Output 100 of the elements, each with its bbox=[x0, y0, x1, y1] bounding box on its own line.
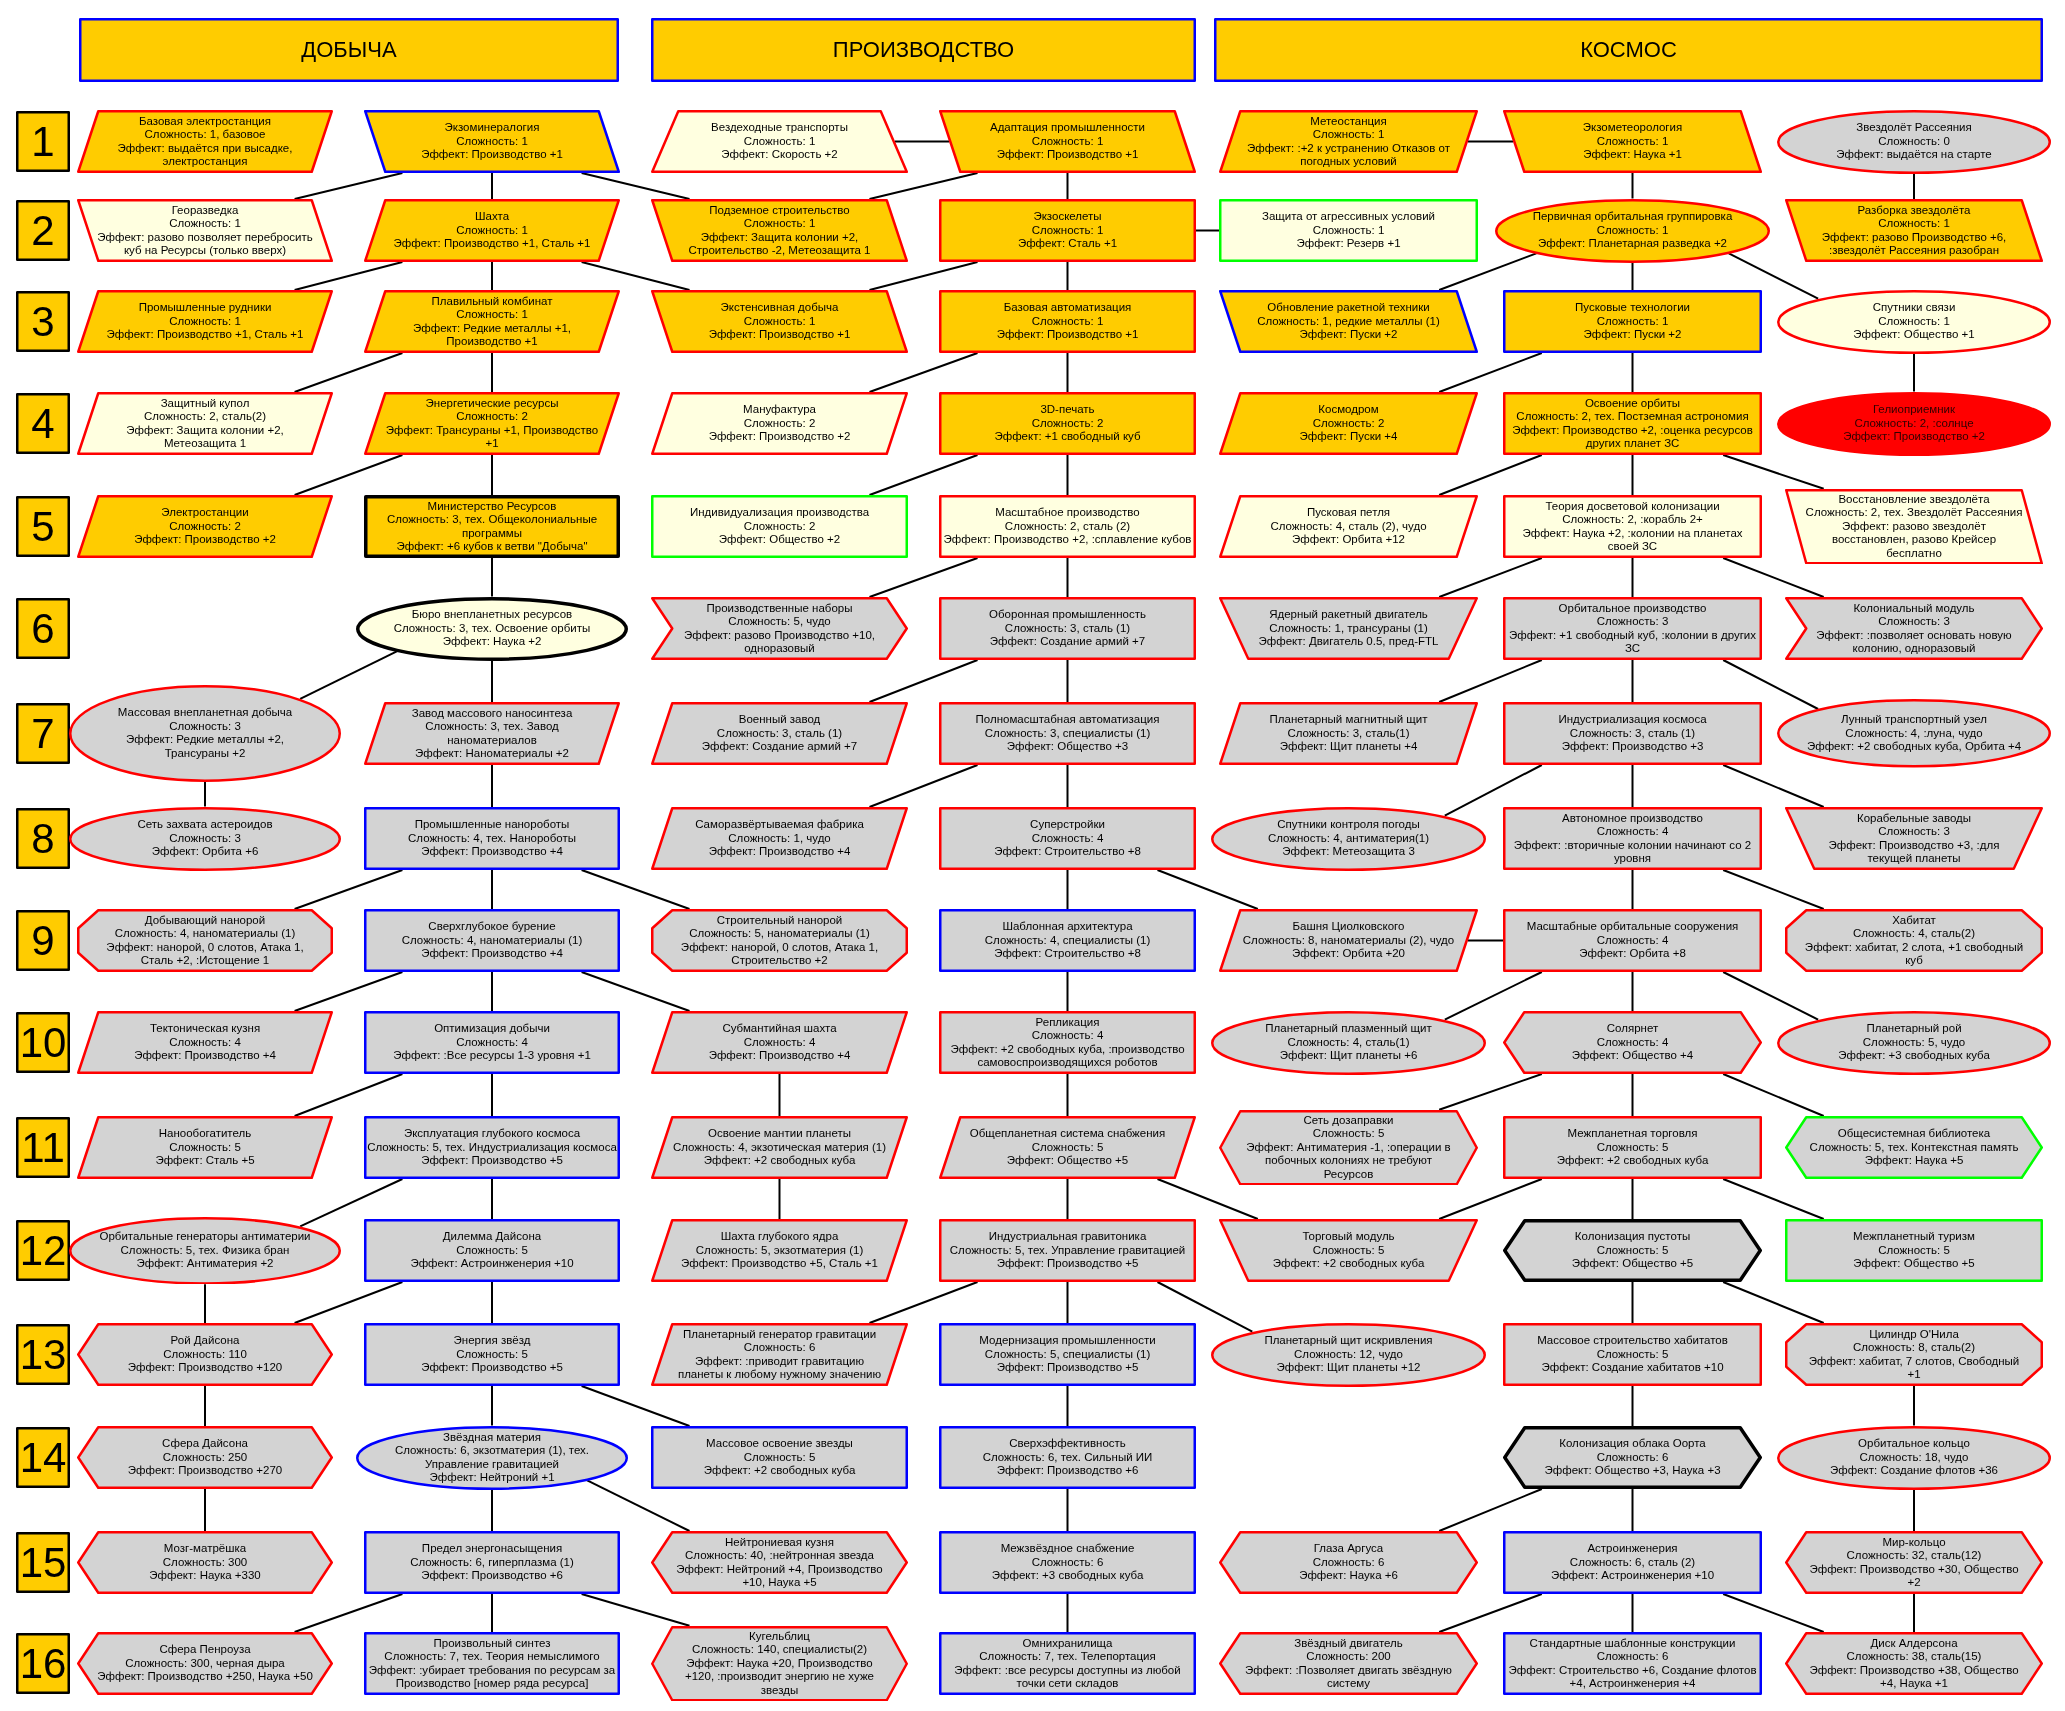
ellipse-node bbox=[1777, 699, 2051, 768]
tech-name: Модернизация промышленности bbox=[979, 1334, 1156, 1348]
connector-line bbox=[580, 1385, 691, 1427]
effect-text: Эффект: +2 свободных куба bbox=[703, 1154, 856, 1168]
rectangle-node bbox=[364, 1011, 620, 1074]
effect-text: Эффект: Орбита +8 bbox=[1579, 947, 1686, 961]
row-number-box bbox=[16, 910, 70, 971]
connector-line bbox=[1631, 1073, 1634, 1117]
connector-line bbox=[1631, 1385, 1634, 1427]
tech-name: Планетарный магнитный щит bbox=[1269, 713, 1428, 727]
complexity-text: Сложность: 1 bbox=[1596, 134, 1669, 149]
tech-name: Цилиндр О'Нила bbox=[1869, 1327, 1959, 1341]
rectangle-node bbox=[1503, 702, 1762, 765]
tech-name: Омнихранилища bbox=[1022, 1636, 1113, 1650]
header-title: КОСМОС bbox=[1580, 37, 1677, 63]
parallelogram-node bbox=[1219, 392, 1478, 455]
complexity-text: Сложность: 3 bbox=[169, 831, 241, 846]
connector-line bbox=[491, 172, 493, 200]
complexity-text: Сложность: 5 bbox=[1878, 1243, 1950, 1258]
header-title: ПРОИЗВОДСТВО bbox=[832, 37, 1015, 63]
ellipse-node bbox=[1777, 109, 2051, 174]
effect-text: Эффект: Планетарная разведка +2 bbox=[1538, 237, 1727, 251]
parallelogram-node bbox=[651, 290, 908, 353]
connector-line bbox=[293, 971, 404, 1012]
effect-text: Эффект: хабитат, 7 слотов, Свободный +1 bbox=[1807, 1354, 2021, 1382]
effect-text: Эффект: Наука +5 bbox=[1864, 1154, 1964, 1168]
row-number-box bbox=[16, 703, 70, 764]
connector-line bbox=[1722, 764, 1825, 808]
complexity-text: Сложность: 5, тех. Управление гравитацией bbox=[949, 1243, 1186, 1258]
parallelogram-node bbox=[1219, 495, 1478, 558]
parallelogram-node bbox=[1219, 110, 1478, 173]
rectangle-node bbox=[364, 495, 620, 558]
tech-name: Плавильный комбинат bbox=[431, 294, 553, 308]
effect-text: Эффект: Наука +2, :колонии на планетах своей ЗС bbox=[1521, 526, 1744, 554]
row-number-box bbox=[16, 496, 70, 557]
effect-text: Эффект: Создание хабитатов +10 bbox=[1541, 1361, 1724, 1375]
effect-text: Эффект: Наука +2 bbox=[442, 635, 542, 649]
connector-line bbox=[1631, 764, 1634, 808]
tech-name: Мозг-матрёшка bbox=[163, 1542, 247, 1556]
effect-text: Эффект: Производство +2, :оценка ресурсов других планет ЗС bbox=[1511, 423, 1754, 451]
connector-line bbox=[1722, 1073, 1825, 1117]
rectangle-node bbox=[939, 1426, 1196, 1489]
effect-text: Эффект: Производство +5, Сталь +1 bbox=[681, 1257, 878, 1271]
tech-name: Завод массового наносинтеза bbox=[411, 706, 573, 720]
connector-line bbox=[1913, 1593, 1915, 1633]
connector-line bbox=[580, 971, 691, 1012]
parallelogram-node bbox=[364, 702, 620, 765]
complexity-text: Сложность: 2 bbox=[743, 519, 816, 534]
rectangle-node bbox=[364, 807, 620, 870]
ellipse-node bbox=[69, 1216, 341, 1285]
effect-text: Эффект: Производство +5 bbox=[996, 1361, 1139, 1375]
tech-name: Сеть дозаправки bbox=[1303, 1113, 1394, 1128]
effect-text: Эффект: разово позволяет перебросить куб на Ресурсы (только вверх) bbox=[97, 230, 313, 258]
effect-text: Эффект: Производство +120 bbox=[127, 1361, 283, 1375]
effect-text: Эффект: Пуски +2 bbox=[1299, 328, 1398, 342]
connector-line bbox=[204, 1283, 206, 1324]
effect-text: Эффект: Общество +3, Наука +3 bbox=[1544, 1464, 1721, 1478]
complexity-text: Сложность: 7, тех. Телепортация bbox=[979, 1650, 1156, 1664]
complexity-text: Сложность: 5 bbox=[1312, 1243, 1385, 1258]
connector-line bbox=[1443, 764, 1543, 817]
connector-line bbox=[580, 1593, 691, 1627]
complexity-text: Сложность: 4, наноматериалы (1) bbox=[114, 927, 296, 941]
connector-line bbox=[491, 261, 493, 291]
effect-text: Эффект: Наука +1 bbox=[1583, 148, 1682, 162]
connector-line bbox=[868, 659, 979, 703]
tech-name: Спутники связи bbox=[1872, 301, 1956, 315]
effect-text: Эффект: Редкие металлы +2, Трансураны +2 bbox=[124, 733, 286, 761]
hexagon-node bbox=[651, 1531, 908, 1594]
tech-name: Колонизация пустоты bbox=[1574, 1230, 1691, 1244]
effect-text: Эффект: Скорость +2 bbox=[721, 148, 838, 162]
effect-text: Эффект: +1 свободный куб bbox=[994, 430, 1141, 444]
hexagon-node bbox=[77, 1632, 333, 1695]
effect-text: Эффект: Редкие металлы +1, Производство +1 bbox=[411, 321, 573, 349]
complexity-text: Сложность: 2, сталь (2) bbox=[1004, 519, 1131, 534]
parallelogram-node bbox=[77, 110, 333, 173]
complexity-text: Сложность: 8, наноматериалы (2), чудо bbox=[1242, 933, 1455, 948]
connector-line bbox=[1438, 557, 1543, 598]
connector-line bbox=[1631, 261, 1634, 291]
complexity-text: Сложность: 4, тех. Нанороботы bbox=[408, 831, 576, 846]
effect-text: Эффект: Строительство +8 bbox=[994, 947, 1141, 961]
rectangle-node bbox=[1219, 199, 1478, 262]
complexity-text: Сложность: 1, базовое bbox=[144, 128, 266, 142]
tech-name: Общепланетная система снабжения bbox=[969, 1127, 1166, 1141]
complexity-text: Сложность: 40, :нейтронная звезда bbox=[685, 1549, 874, 1563]
complexity-text: Сложность: 7, тех. Теория немыслимого bbox=[384, 1650, 600, 1664]
ellipse-node bbox=[356, 596, 628, 661]
complexity-text: Сложность: 5, экзотматерия (1) bbox=[695, 1243, 864, 1258]
column-header bbox=[651, 18, 1196, 82]
effect-text: Эффект: Антиматерия +2 bbox=[136, 1257, 274, 1271]
tech-name: Базовая автоматизация bbox=[1003, 301, 1132, 315]
tech-name: Массовое освоение звезды bbox=[706, 1437, 853, 1451]
connector-line bbox=[868, 1281, 979, 1324]
octagon-node bbox=[1785, 1323, 2043, 1386]
tech-name: Кугельблиц bbox=[749, 1629, 810, 1644]
effect-text: Эффект: хабитат, 2 слота, +1 свободный куб bbox=[1803, 940, 2025, 968]
effect-text: Эффект: Защита колонии +2, Строительство -2, Метеозащита 1 bbox=[687, 230, 872, 258]
effect-text: Эффект: +2 свободных куба bbox=[1556, 1154, 1709, 1168]
complexity-text: Сложность: 32, сталь(12) bbox=[1846, 1549, 1982, 1563]
rectangle-node bbox=[1503, 597, 1762, 660]
effect-text: Эффект: Общество +5 bbox=[1006, 1154, 1129, 1168]
